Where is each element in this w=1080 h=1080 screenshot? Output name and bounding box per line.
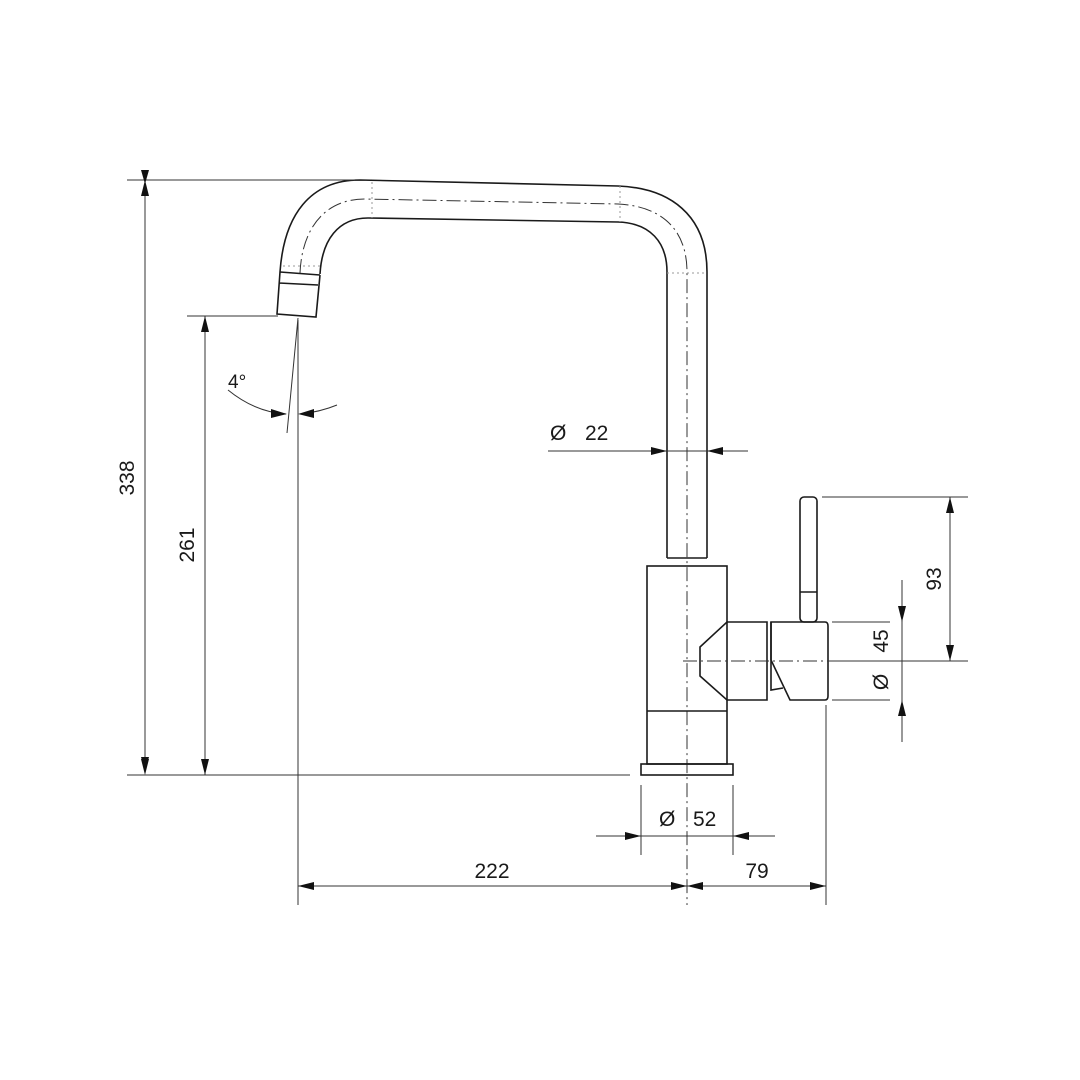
dim-79-label: 79	[745, 860, 768, 883]
dimension-reach: 222 79	[298, 860, 826, 890]
faucet-body	[640, 565, 768, 776]
diameter-symbol: Ø	[550, 422, 566, 445]
dim-261-label: 261	[176, 527, 199, 562]
dim-93-label: 93	[923, 567, 946, 590]
dimension-lever-height: 93	[923, 497, 954, 661]
dim-45-label: 45	[870, 629, 893, 652]
dimension-outlet-height: 261	[176, 316, 209, 775]
dim-52-label: 52	[693, 808, 716, 831]
diameter-symbol-52: Ø	[659, 808, 675, 831]
dimension-tube-diameter: Ø 22	[548, 422, 748, 455]
dimension-overall-height: 338	[116, 170, 149, 775]
extension-lines	[127, 179, 968, 905]
dim-222-label: 222	[474, 860, 509, 883]
diameter-symbol-45: Ø	[870, 674, 893, 690]
faucet-lever	[683, 496, 858, 701]
dimension-spout-angle: 4°	[227, 372, 338, 418]
dim-4deg-label: 4°	[228, 372, 246, 393]
dim-22-label: 22	[585, 422, 608, 445]
dim-338-label: 338	[116, 460, 139, 495]
faucet-spout	[276, 179, 708, 905]
dimension-base-diameter: Ø 52	[596, 808, 775, 840]
dimension-cartridge-diameter: Ø 45	[870, 580, 906, 742]
